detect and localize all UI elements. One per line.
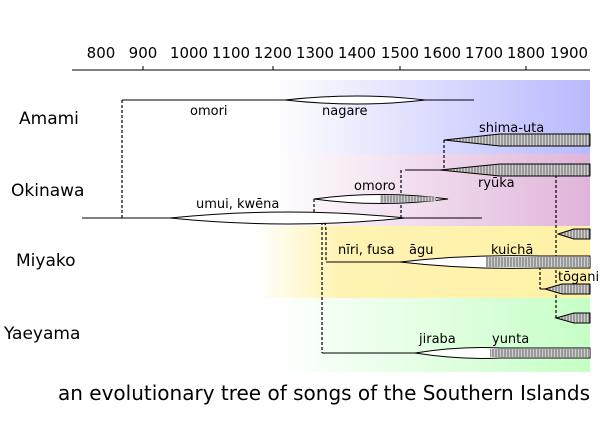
label-shima-uta: shima-uta: [479, 121, 544, 136]
region-label-miyako: Miyako: [16, 251, 76, 271]
label-ryuka: ryūka: [478, 176, 515, 191]
tick-1800: 1800: [507, 44, 545, 62]
nagare-branch: [284, 95, 426, 105]
diagram-caption: an evolutionary tree of songs of the Sou…: [58, 381, 590, 405]
label-omoro: omoro: [354, 179, 396, 194]
tick-1300: 1300: [296, 44, 334, 62]
miyako-top-branch: [556, 228, 591, 240]
region-label-okinawa: Okinawa: [11, 181, 84, 201]
shima-uta-branch: [443, 133, 591, 147]
tick-1400: 1400: [338, 44, 376, 62]
yunta-hatch: [490, 349, 590, 357]
label-omori: omori: [190, 104, 228, 119]
omoro-hatch: [380, 195, 436, 203]
tick-1600: 1600: [423, 44, 461, 62]
label-nagare: nagare: [322, 104, 367, 119]
label-jiraba: jiraba: [418, 332, 456, 347]
tick-1000: 1000: [170, 44, 208, 62]
region-label-yaeyama: Yaeyama: [3, 324, 80, 344]
yaeyama-top-branch: [554, 312, 591, 324]
tick-1900: 1900: [550, 44, 588, 62]
label-togani: tōgani: [558, 270, 599, 285]
timeline-ticks: 800 900 1000 1100 1200 1300 1400 1500 16…: [87, 44, 588, 62]
tick-marks: [142, 66, 527, 70]
label-umui-kwena: umui, kwēna: [196, 197, 279, 212]
tick-900: 900: [129, 44, 158, 62]
tick-1700: 1700: [465, 44, 503, 62]
region-label-amami: Amami: [19, 109, 79, 129]
label-yunta: yunta: [492, 332, 529, 347]
tick-1500: 1500: [381, 44, 419, 62]
togani-branch: [543, 283, 591, 295]
umui-kwena-branch: [169, 211, 406, 225]
label-agu: āgu: [409, 243, 433, 258]
label-kuicha: kuichā: [491, 243, 533, 258]
ryuka-branch: [439, 163, 591, 177]
tick-1200: 1200: [254, 44, 292, 62]
label-niri-fusa: nīri, fusa: [338, 243, 395, 258]
tick-800: 800: [87, 44, 116, 62]
tick-1100: 1100: [212, 44, 250, 62]
kuicha-hatch: [486, 257, 590, 267]
yaeyama-band: [270, 298, 590, 372]
